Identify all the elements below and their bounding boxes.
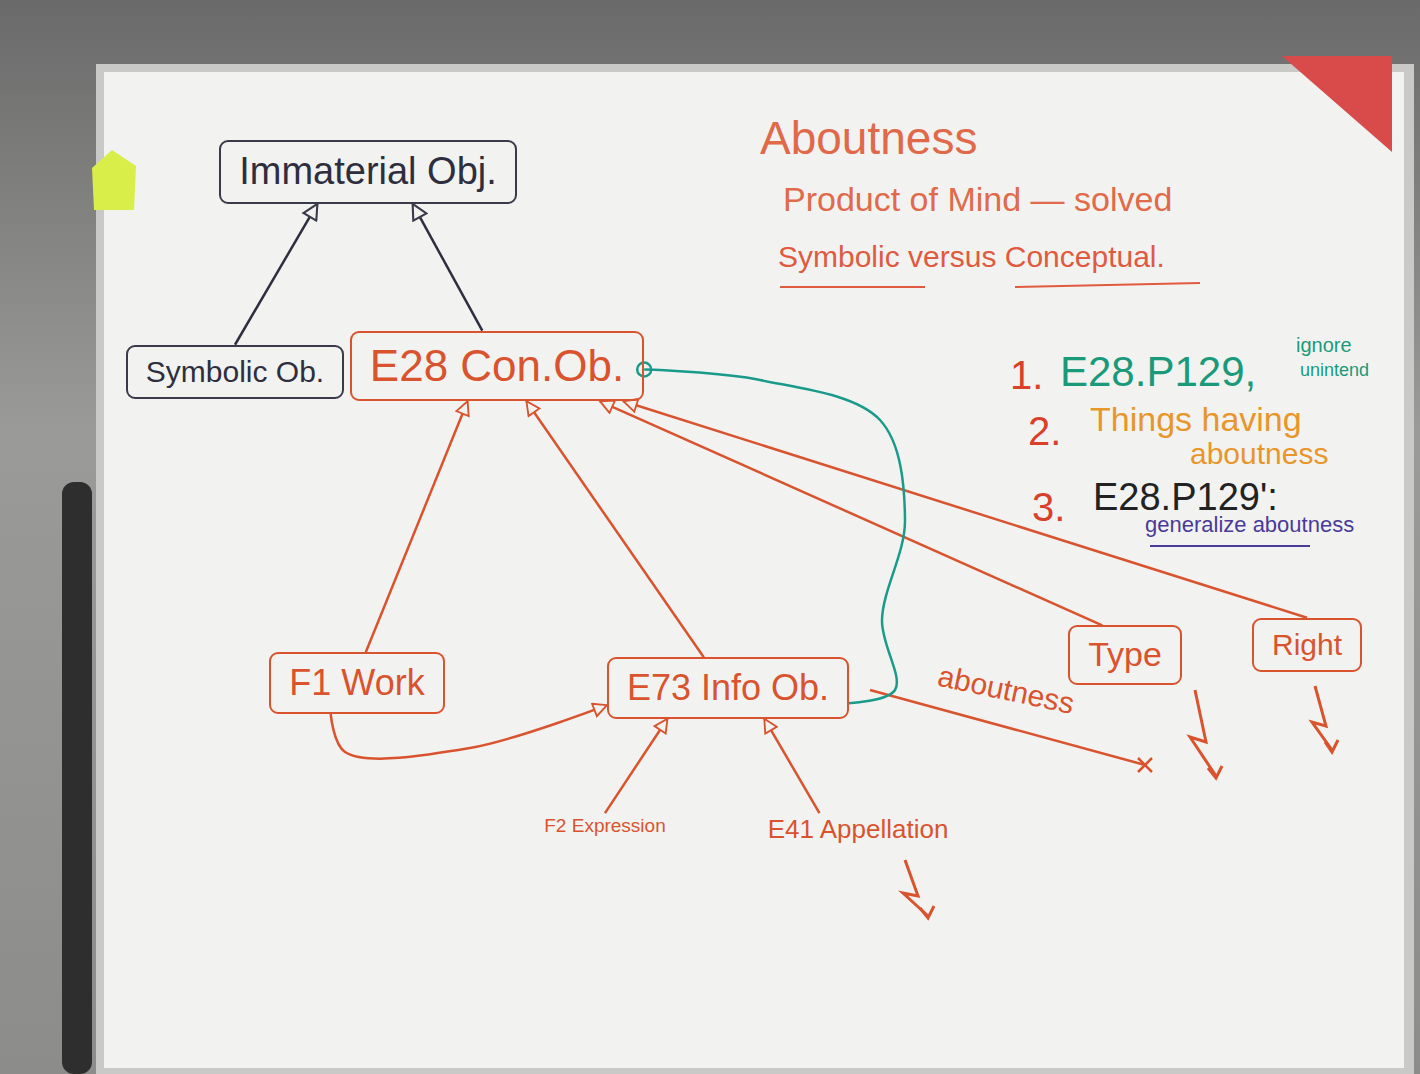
lightning-symbol: [1312, 686, 1332, 750]
node-text: F1 Work: [289, 662, 424, 703]
connector-arrow: [366, 401, 468, 652]
connector-arrow: [235, 204, 317, 345]
connector-arrow: [605, 719, 667, 813]
line-end-mark: [1138, 758, 1152, 772]
node-text: F2 Expression: [544, 815, 665, 837]
class-box: F1 Work: [269, 652, 444, 713]
node-text: Symbolic Ob.: [146, 355, 324, 390]
lightning-tip: [1208, 766, 1222, 778]
list-item: generalize aboutness: [1145, 512, 1354, 537]
underline: [780, 286, 925, 288]
connector-arrow: [413, 204, 483, 331]
lightning-tip: [920, 906, 934, 918]
class-box: Right: [1252, 618, 1362, 673]
node-text: Right: [1272, 628, 1342, 663]
list-number: 2.: [1028, 408, 1061, 454]
list-item: E28.P129,: [1060, 348, 1256, 396]
class-box: E73 Info Ob.: [607, 657, 849, 718]
class-box: Symbolic Ob.: [126, 345, 344, 400]
class-box: E28 Con.Ob.: [350, 331, 644, 402]
note-text: Product of Mind — solved: [783, 180, 1172, 219]
class-box: Type: [1068, 625, 1182, 684]
node-text: E41 Appellation: [768, 815, 949, 845]
sticky-note: [92, 150, 136, 210]
lightning-symbol: [1190, 690, 1216, 776]
node-text: E73 Info Ob.: [627, 667, 829, 708]
lightning-symbol: [903, 860, 928, 916]
note-text: Symbolic versus Conceptual.: [778, 240, 1165, 275]
board-frame: [96, 64, 1414, 1074]
underline: [1015, 283, 1200, 287]
connector-dot: [637, 363, 651, 377]
underline: [1150, 545, 1310, 547]
connector-arrow: [644, 370, 905, 704]
list-item: aboutness: [1190, 437, 1328, 472]
node-text: Type: [1088, 635, 1162, 674]
note-text: unintend: [1300, 360, 1369, 381]
connector-arrow: [600, 401, 1102, 625]
node-text: Immaterial Obj.: [239, 150, 497, 194]
note-text: ignore: [1296, 334, 1352, 357]
lightning-tip: [1325, 740, 1338, 752]
list-item: Things having: [1090, 400, 1302, 439]
node-text: E28 Con.Ob.: [370, 341, 624, 392]
connector-arrow: [764, 719, 819, 813]
class-label: E41 Appellation: [762, 813, 955, 847]
stand-pole: [62, 482, 92, 1074]
class-label: F2 Expression: [538, 813, 671, 839]
corner-tag: [1282, 56, 1392, 152]
board-surface: [104, 72, 1404, 1068]
class-box: Immaterial Obj.: [219, 140, 517, 204]
list-number: 1.: [1010, 352, 1043, 398]
heading-note: Aboutness: [760, 112, 977, 165]
edge-note: aboutness: [931, 658, 1081, 722]
list-number: 3.: [1032, 484, 1065, 530]
connector-arrow: [526, 401, 703, 657]
